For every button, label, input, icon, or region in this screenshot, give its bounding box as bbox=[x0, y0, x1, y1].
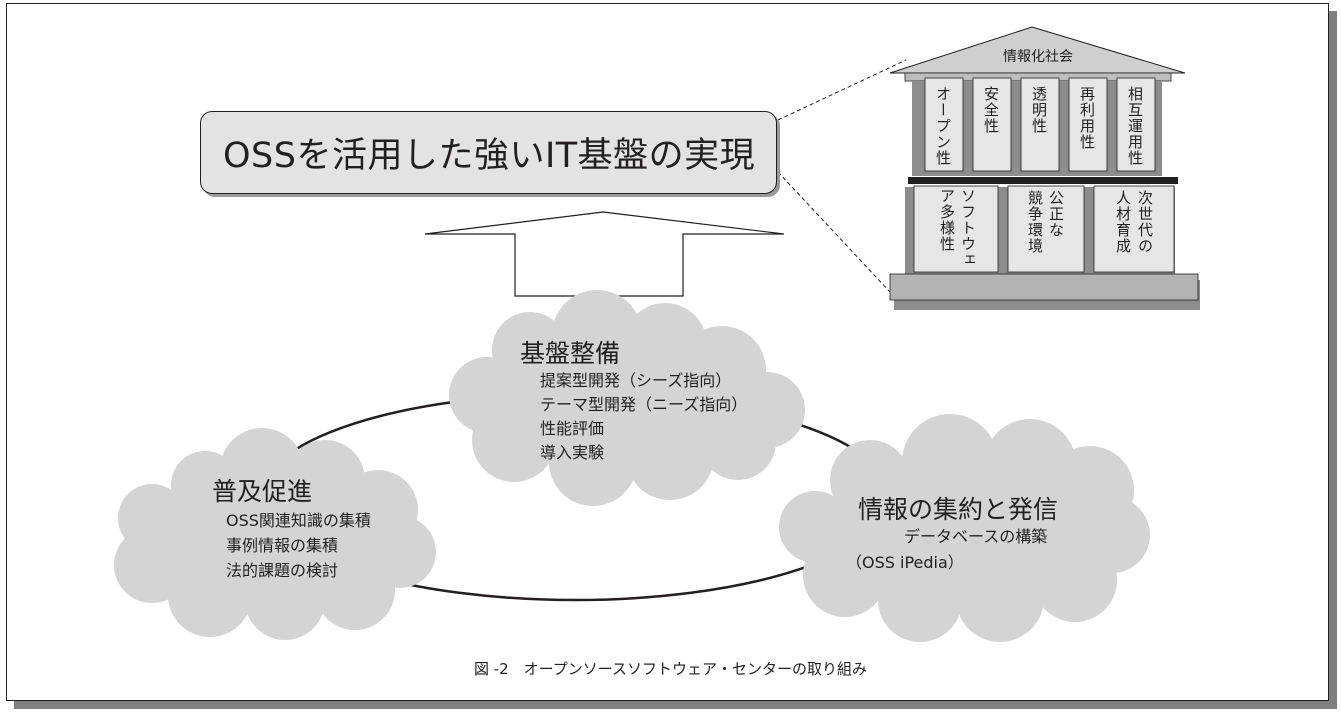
up-arrow bbox=[424, 211, 785, 297]
information-item-1: データベースの構築 bbox=[904, 527, 1048, 546]
goal-box: OSSを活用した強いIT基盤の実現 bbox=[200, 111, 777, 194]
cloud-promotion bbox=[114, 428, 436, 640]
upper-pillar-2 bbox=[972, 77, 1012, 172]
infrastructure-title: 基盤整備 bbox=[520, 339, 621, 368]
figure-caption: 図 -2 オープンソースソフトウェア・センターの取り組み bbox=[473, 660, 868, 678]
infrastructure-item-3: 性能評価 bbox=[540, 419, 605, 438]
building-beam bbox=[908, 177, 1178, 184]
promotion-title: 普及促進 bbox=[212, 477, 313, 506]
building bbox=[889, 26, 1200, 310]
lower-pillar-label-3a: 次世代の bbox=[1136, 190, 1154, 254]
promotion-item-3: 法的課題の検討 bbox=[226, 561, 339, 580]
upper-pillar-label-4: 再利用性 bbox=[1078, 86, 1096, 150]
lower-pillar-label-2b: 競争環境 bbox=[1026, 190, 1044, 254]
lower-pillar-2 bbox=[1007, 185, 1085, 273]
upper-pillar-label-3: 透明性 bbox=[1030, 86, 1048, 134]
promotion-item-1: OSS関連知識の集積 bbox=[226, 511, 371, 530]
upper-pillar-5 bbox=[1116, 77, 1156, 172]
connector-line-top bbox=[777, 59, 907, 121]
infrastructure-item-2: テーマ型開発（ニーズ指向） bbox=[540, 395, 748, 414]
lower-pillar-label-1b: ア多様性 bbox=[938, 188, 956, 252]
roof-label: 情報化社会 bbox=[1003, 49, 1073, 65]
promotion-item-2: 事例情報の集積 bbox=[226, 536, 339, 555]
information-item-2: （OSS iPedia） bbox=[846, 553, 964, 572]
upper-pillar-label-5: 相互運用性 bbox=[1126, 86, 1144, 166]
lower-pillar-label-2a: 公正な bbox=[1047, 190, 1065, 238]
lower-pillar-1 bbox=[913, 185, 999, 273]
upper-pillar-3 bbox=[1020, 77, 1060, 172]
goal-text: OSSを活用した強いIT基盤の実現 bbox=[223, 136, 756, 176]
connector-line-bottom bbox=[777, 171, 891, 293]
lower-pillar-label-3b: 人材育成 bbox=[1114, 190, 1132, 254]
upper-pillar-1 bbox=[924, 77, 964, 172]
upper-pillar-label-1: オープン性 bbox=[934, 86, 952, 166]
lower-pillar-3 bbox=[1093, 185, 1175, 273]
upper-pillar-label-2: 安全性 bbox=[982, 86, 1000, 134]
upper-pillar-4 bbox=[1068, 77, 1108, 172]
lower-pillar-label-1a: ソフトウェ bbox=[959, 188, 977, 268]
infrastructure-item-1: 提案型開発（シーズ指向） bbox=[540, 371, 732, 390]
cloud-information bbox=[779, 414, 1150, 642]
infrastructure-item-4: 導入実験 bbox=[540, 443, 605, 462]
building-foundation bbox=[889, 273, 1199, 301]
cloud-infrastructure bbox=[449, 290, 805, 506]
information-title: 情報の集約と発信 bbox=[858, 495, 1059, 524]
